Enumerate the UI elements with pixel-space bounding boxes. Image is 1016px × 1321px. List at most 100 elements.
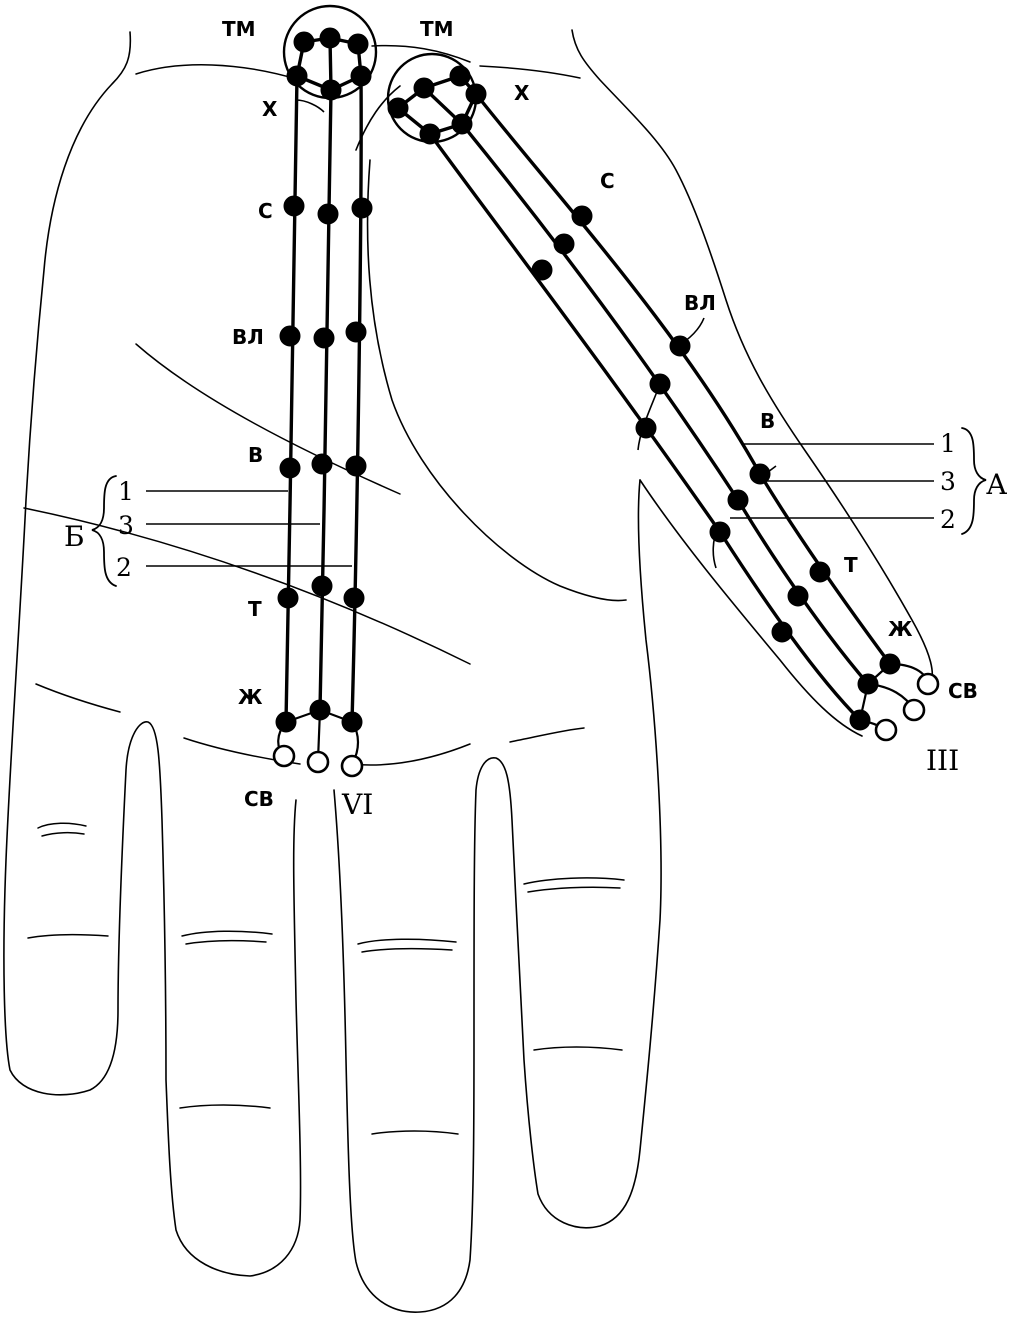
- label-index-t: Т: [248, 597, 262, 621]
- index-channel-1: [284, 74, 299, 724]
- knuckle-crease-7: [179, 1104, 271, 1109]
- label-index-zh: Ж: [238, 685, 263, 709]
- knuckle-crease-2: [27, 933, 109, 939]
- thumb-v-point-3: [709, 521, 731, 543]
- label-group-b-letter: Б: [64, 520, 85, 553]
- thumb-sv-point-1: [916, 672, 940, 696]
- index-t-point-2: [311, 575, 333, 597]
- thumb-web-contour: [355, 85, 627, 602]
- label-group-a-2: 2: [940, 505, 956, 534]
- index-vl-point-1: [279, 325, 301, 347]
- label-index-tm: ТМ: [222, 17, 256, 41]
- index-s-point-2: [317, 203, 339, 225]
- heart-line: [23, 507, 471, 665]
- labels: ТМ Х С ВЛ В Т Ж СВ VI ТМ Х С ВЛ В Т Ж СВ…: [64, 17, 1007, 821]
- label-thumb-vl: ВЛ: [684, 291, 716, 315]
- label-thumb-sv: СВ: [948, 679, 978, 703]
- group-b-leaders: [91, 99, 705, 587]
- index-x-point-2: [320, 79, 342, 101]
- label-thumb-group: III: [926, 744, 959, 777]
- thumb-sv-point-3: [874, 718, 898, 742]
- thumb-x-point-2: [451, 113, 473, 135]
- index-tm-point-3: [347, 33, 369, 55]
- label-thumb-x: Х: [514, 81, 530, 105]
- index-sv-point-2: [306, 750, 330, 774]
- label-group-b-1: 1: [118, 477, 134, 506]
- wrist-crease: [135, 44, 581, 81]
- label-group-b-2: 2: [116, 553, 132, 582]
- index-tm-point-2: [319, 27, 341, 49]
- thumb-s-point-1: [571, 205, 593, 227]
- knuckle-crease-1: [37, 822, 87, 837]
- thumb-x-point-3: [419, 123, 441, 145]
- thumb-channel-3: [460, 122, 870, 686]
- index-sv-point-1: [272, 744, 296, 768]
- thumb-t-point-1: [809, 561, 831, 583]
- thumb-outer-contour: [571, 29, 934, 691]
- acupoints-layer: [272, 27, 940, 778]
- index-tm-point-1: [293, 31, 315, 53]
- thumb-tm-point-1: [387, 97, 409, 119]
- thumb-tm-point-2: [413, 77, 435, 99]
- hand-outline: [3, 29, 934, 1313]
- knuckle-crease-5: [523, 877, 625, 893]
- index-v-point-3: [345, 455, 367, 477]
- knuckle-crease-4: [357, 938, 457, 953]
- index-x-leader: [295, 99, 325, 113]
- index-x-point-1: [286, 65, 308, 87]
- thumb-v-point-1: [749, 463, 771, 485]
- thumb-zh-point-2: [857, 673, 879, 695]
- index-x-point-3: [350, 65, 372, 87]
- index-channel-3: [318, 88, 333, 712]
- thumb-zh-point-3: [849, 709, 871, 731]
- label-thumb-v: В: [760, 409, 775, 433]
- label-group-a-1: 1: [940, 429, 956, 458]
- label-thumb-zh: Ж: [888, 617, 913, 641]
- thumb-tip-lines: [858, 662, 930, 732]
- index-vl-leader: [675, 317, 705, 347]
- label-thumb-tm: ТМ: [420, 17, 454, 41]
- index-channel-2: [350, 74, 363, 724]
- label-index-sv: СВ: [244, 787, 274, 811]
- index-zh-point-2: [309, 699, 331, 721]
- thumb-t-point-2: [787, 585, 809, 607]
- index-t-point-1: [277, 587, 299, 609]
- thumb-inner-contour: [639, 479, 863, 737]
- thumb-zh-point-1: [879, 653, 901, 675]
- thumb-t-point-3: [771, 621, 793, 643]
- label-thumb-s: С: [600, 169, 615, 193]
- group-a-brace: [961, 427, 987, 535]
- index-vl-point-3: [345, 321, 367, 343]
- index-s-point-3: [351, 197, 373, 219]
- hand-left-contour: [3, 31, 302, 1277]
- knuckle-crease-3: [181, 930, 273, 945]
- label-index-v: В: [248, 443, 263, 467]
- thumb-x-point-1: [465, 83, 487, 105]
- group-b-brace: [91, 475, 117, 587]
- knuckle-crease-6: [533, 1046, 623, 1051]
- index-channel-group: [277, 4, 378, 766]
- finger-base-crease: [35, 683, 585, 766]
- index-v-point-1: [279, 457, 301, 479]
- label-index-vl: ВЛ: [232, 325, 264, 349]
- label-group-b-3: 3: [118, 511, 134, 540]
- label-group-a-3: 3: [940, 467, 956, 496]
- index-sv-point-3: [340, 754, 364, 778]
- thumb-tm-point-3: [449, 65, 471, 87]
- group-a-leaders: [637, 383, 987, 569]
- index-t-point-3: [343, 587, 365, 609]
- label-index-x: Х: [262, 97, 278, 121]
- index-s-point-1: [283, 195, 305, 217]
- head-line: [135, 343, 401, 495]
- thumb-v-point-2: [727, 489, 749, 511]
- label-thumb-t: Т: [844, 553, 858, 577]
- finger-middle-contour: [333, 479, 662, 1313]
- thumb-s-point-2: [553, 233, 575, 255]
- thumb-channel-2: [428, 132, 862, 722]
- label-index-s: С: [258, 199, 273, 223]
- thumb-s-point-3: [531, 259, 553, 281]
- palm-creases: [23, 44, 625, 1135]
- knuckle-crease-8: [371, 1130, 459, 1135]
- group-a-leader-ticks: [637, 383, 777, 569]
